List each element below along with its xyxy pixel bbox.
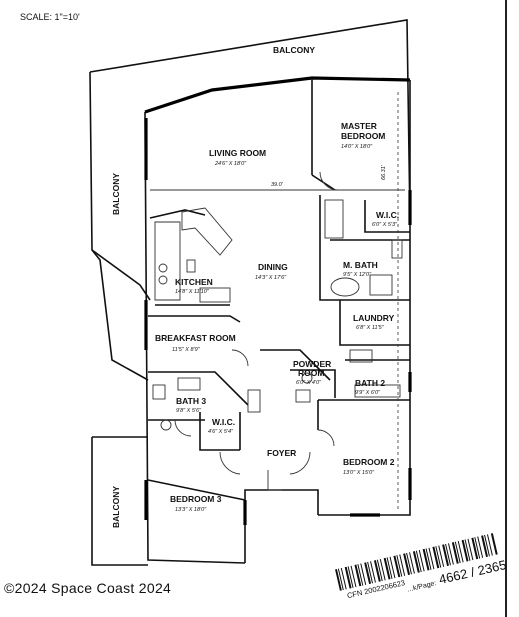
kitchen-counters: [154, 207, 233, 303]
barcode-bar: [344, 566, 352, 589]
depth-dimension: 66.31': [381, 164, 387, 180]
powder-room-size: 6'0" X 4'0": [296, 380, 322, 386]
barcode-bar: [350, 565, 357, 588]
barcode-bar: [418, 549, 425, 572]
bedroom-2-size: 13'0" X 15'0": [343, 470, 375, 476]
barcode-bar: [393, 555, 401, 578]
master-bedroom-label-1: MASTER: [341, 121, 377, 131]
barcode-bar: [340, 567, 347, 590]
barcode-bar: [461, 539, 469, 562]
scale-note: SCALE: 1"=10': [20, 12, 80, 22]
barcode-bar: [379, 558, 386, 581]
fixtures: [152, 199, 403, 431]
barcode-bar: [425, 548, 432, 570]
barcode-bar: [484, 534, 490, 557]
barcode-bar: [360, 563, 367, 586]
barcode-bar: [435, 546, 442, 568]
living-room-size: 24'6" X 18'0": [214, 161, 247, 167]
barcode-bar: [334, 568, 342, 591]
recording-stamp: CFN 2002206623 ...k/Page: 4662 / 2365: [330, 510, 511, 615]
barcode-bar: [383, 557, 391, 580]
barcode-bar: [477, 536, 484, 559]
width-dimension: 39.0': [271, 182, 284, 188]
powder-room-label-1: POWDER: [293, 359, 331, 369]
bath-2-label: BATH 2: [355, 378, 385, 388]
main-walls: [144, 76, 412, 564]
living-room-label: LIVING ROOM: [209, 148, 266, 158]
laundry-size: 6'8" X 11'5": [356, 325, 385, 331]
kitchen-label: KITCHEN: [175, 277, 213, 287]
barcode-bar: [471, 537, 479, 560]
barcode-icon: [334, 532, 498, 591]
barcode-bar: [428, 547, 435, 570]
wic-master-label: W.I.C.: [376, 210, 399, 220]
breakfast-room-size: 11'5" X 8'9": [172, 347, 201, 353]
barcode-bar: [438, 545, 445, 568]
barcode-bar: [337, 568, 344, 591]
barcode-bar: [486, 534, 493, 556]
kitchen-size: 14'8" X 11'10": [175, 289, 210, 295]
laundry-label: LAUNDRY: [353, 313, 395, 323]
barcode-bar: [422, 548, 430, 571]
barcode-bar: [467, 538, 474, 561]
interior-walls: [147, 78, 410, 501]
barcode-bar: [370, 561, 376, 583]
barcode-bar: [354, 564, 362, 587]
breakfast-room-label: BREAKFAST ROOM: [155, 333, 236, 343]
bath-3-label: BATH 3: [176, 396, 206, 406]
barcode-bar: [399, 554, 406, 577]
barcode-bar: [447, 543, 454, 565]
balcony-left-label: BALCONY: [111, 173, 121, 215]
master-bath-label: M. BATH: [343, 260, 378, 270]
barcode-bar: [464, 539, 471, 561]
foyer-label: FOYER: [267, 448, 296, 458]
barcode-bar: [454, 541, 461, 564]
barcode-bar: [474, 537, 481, 559]
barcode-bar: [396, 555, 403, 577]
barcode-bar: [403, 553, 411, 576]
barcode-bar: [347, 566, 354, 588]
balcony-bottom-label: BALCONY: [111, 486, 121, 528]
balcony-top-label: BALCONY: [273, 45, 315, 55]
wic-master-size: 6'0" X 5'3": [372, 222, 398, 228]
barcode-bar: [442, 544, 450, 567]
barcode-bar: [415, 550, 422, 573]
barcode-bar: [376, 559, 383, 582]
dining-size: 14'3" X 17'6": [255, 275, 287, 281]
barcode-bar: [445, 543, 451, 566]
dining-label: DINING: [258, 262, 288, 272]
barcode-bar: [389, 556, 396, 579]
master-bedroom-label-2: BEDROOM: [341, 131, 385, 141]
outer-envelope: [89, 19, 411, 566]
book-page-label: ...k/Page:: [406, 580, 438, 594]
barcode-bar: [373, 559, 381, 582]
barcode-bar: [412, 550, 420, 573]
barcode-bar: [406, 552, 413, 575]
page-edge-line: [505, 0, 507, 617]
barcode-bar: [409, 552, 415, 574]
barcode-bar: [367, 561, 374, 584]
bedroom-3-label: BEDROOM 3: [170, 494, 222, 504]
barcode-bar: [386, 557, 393, 579]
master-bath-size: 9'5" X 12'0": [343, 272, 372, 278]
wic-3-size: 4'6" X 5'4": [208, 429, 234, 435]
bath-3-size: 9'8" X 5'6": [176, 408, 202, 414]
barcode-bar: [432, 546, 440, 569]
barcode-bar: [364, 562, 372, 585]
bath-2-size: 9'9" X 6'0": [355, 390, 381, 396]
bedroom-2-label: BEDROOM 2: [343, 457, 395, 467]
barcode-bar: [481, 535, 489, 558]
master-bedroom-size: 14'0" X 18'0": [341, 144, 373, 150]
barcode-bar: [457, 540, 464, 563]
dimension-lines: [150, 92, 405, 510]
barcode-bar: [451, 541, 459, 564]
barcode-bar: [490, 532, 498, 555]
powder-room-label-2: ROOM: [298, 368, 324, 378]
wic-3-label: W.I.C.: [212, 417, 235, 427]
bedroom-3-size: 13'3" X 18'0": [175, 507, 207, 513]
copyright-text: ©2024 Space Coast 2024: [4, 580, 172, 596]
barcode-bar: [357, 564, 364, 586]
